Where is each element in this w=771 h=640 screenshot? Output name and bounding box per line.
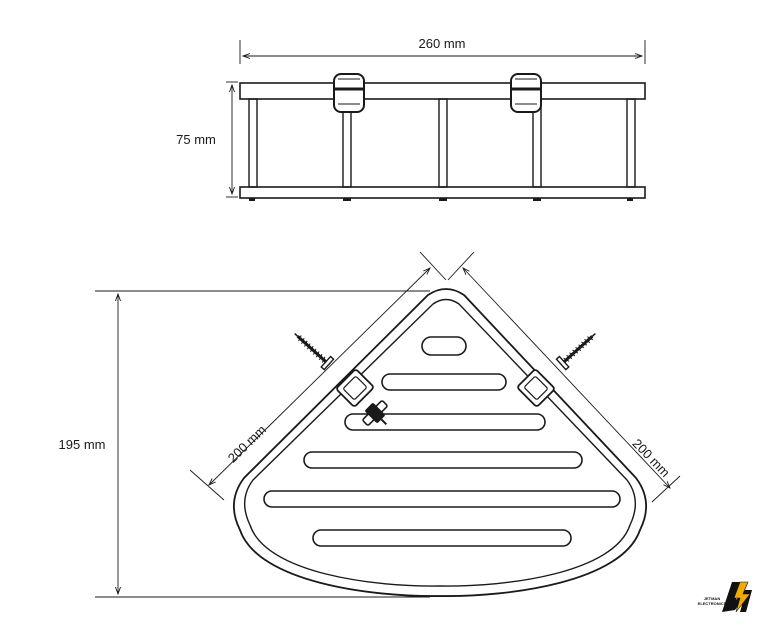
slot-3 <box>303 451 583 469</box>
left-screw <box>294 333 335 371</box>
front-top-rail <box>239 82 646 100</box>
left-wall-mount <box>336 369 374 407</box>
thumb-screw <box>362 400 388 426</box>
right-side-label: 200 mm <box>630 436 673 480</box>
height-label: 75 mm <box>176 132 216 147</box>
right-wall-mount <box>517 369 555 407</box>
height-dimension: 75 mm <box>176 81 238 198</box>
front-view: 260 mm 75 mm <box>176 36 646 201</box>
front-base <box>239 186 646 199</box>
logo-line1: JETMAN <box>704 596 721 601</box>
logo-bolt-icon <box>733 581 751 613</box>
right-screw <box>555 333 596 371</box>
slot-top <box>421 336 467 356</box>
front-feet <box>249 198 633 201</box>
top-view: 195 mm 200 mm 200 mm <box>59 251 681 598</box>
depth-label: 195 mm <box>59 437 106 452</box>
left-side-dimension: 200 mm <box>189 251 447 501</box>
slot-1 <box>381 373 507 391</box>
slot-2 <box>344 413 546 431</box>
width-dimension: 260 mm <box>239 36 646 64</box>
front-posts <box>248 98 636 188</box>
logo-line2: ELECTRONICS <box>698 601 727 606</box>
width-label: 260 mm <box>419 36 466 51</box>
basket-outer-outline <box>233 288 647 597</box>
right-side-dimension: 200 mm <box>447 251 681 503</box>
slot-5 <box>312 529 572 547</box>
basket-slots <box>263 336 621 547</box>
brand-logo: JETMAN ELECTRONICS <box>698 581 752 613</box>
slot-4 <box>263 490 621 508</box>
basket-inner-outline <box>244 298 636 587</box>
front-wall-mount-left <box>333 73 365 113</box>
front-wall-mount-right <box>510 73 542 113</box>
